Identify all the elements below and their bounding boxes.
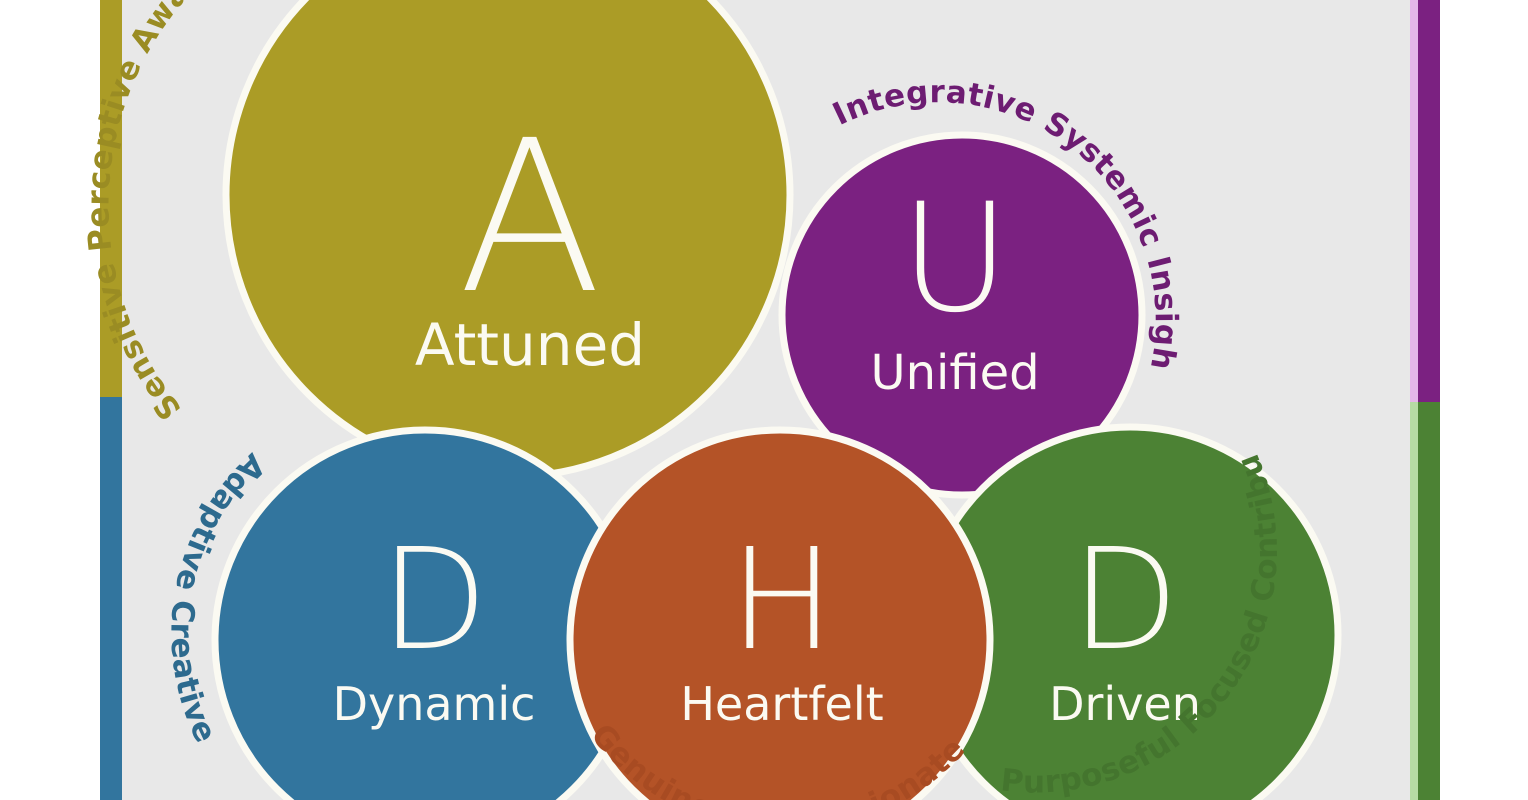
circle-name-attuned: Attuned xyxy=(415,311,645,379)
circle-name-dynamic: Dynamic xyxy=(333,677,536,731)
circle-name-heartfelt: Heartfelt xyxy=(680,677,883,731)
circle-name-unified: Unified xyxy=(870,345,1039,401)
arc-label-attuned: Sensitive Perceptive Aware xyxy=(80,0,222,426)
accent-bar-right-top xyxy=(1418,0,1440,402)
circle-name-driven: Driven xyxy=(1049,677,1201,731)
accent-bar-right-bottom xyxy=(1418,402,1440,800)
circle-group-unified[interactable] xyxy=(778,131,1146,499)
circle-letter-driven: D xyxy=(1071,519,1179,682)
accent-bar-left-top xyxy=(100,0,122,397)
circle-unified[interactable] xyxy=(778,131,1146,499)
circle-group-heartfelt[interactable] xyxy=(566,426,994,800)
arc-textpath-attuned: Sensitive Perceptive Aware xyxy=(80,0,222,426)
circle-letter-unified: U xyxy=(900,172,1010,346)
accent-bar-left-bottom xyxy=(100,397,122,800)
accent-tint-right-top xyxy=(1410,0,1418,402)
circle-letter-attuned: A xyxy=(458,95,602,340)
circle-heartfelt[interactable] xyxy=(566,426,994,800)
circle-letter-heartfelt: H xyxy=(729,519,834,682)
accent-tint-right-bottom xyxy=(1410,402,1418,800)
circle-letter-dynamic: D xyxy=(380,519,488,682)
